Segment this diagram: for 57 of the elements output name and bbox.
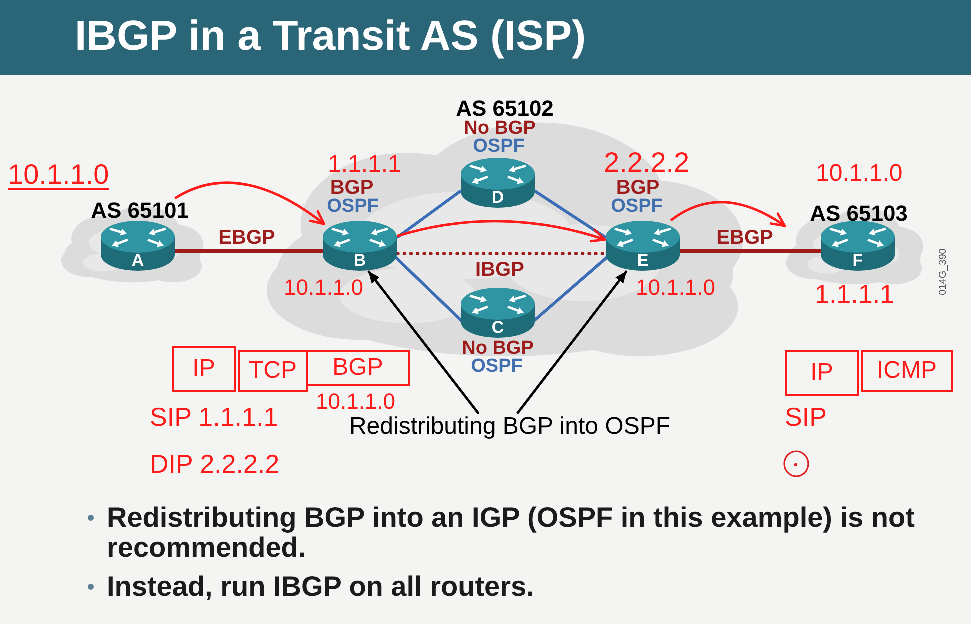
edge-label: EBGP — [218, 228, 276, 248]
handwritten-label: BGP — [332, 355, 384, 381]
as-number-label: AS 65102 — [455, 98, 555, 120]
handwritten-note: 2.2.2.2 — [604, 148, 691, 178]
router-label: C — [490, 319, 506, 337]
protocol-label: OSPF — [470, 358, 524, 376]
connection-line — [534, 190, 606, 239]
router-label: A — [130, 252, 146, 270]
protocol-label: OSPF — [326, 197, 380, 216]
protocol-label: OSPF — [472, 138, 526, 156]
handwritten-note: SIP 1.1.1.1 — [150, 403, 278, 431]
as-number-label: AS 65101 — [90, 200, 190, 222]
hand-drawn-arrow — [174, 182, 326, 226]
hand-drawn-arrow — [396, 220, 606, 243]
router-label: D — [490, 189, 506, 207]
handwritten-note: 10.1.1.0 — [316, 390, 396, 414]
header-field — [785, 350, 859, 396]
connection-line — [174, 249, 324, 254]
edge-label: EBGP — [716, 228, 774, 248]
router-label: B — [352, 252, 368, 270]
protocol-label: BGP — [616, 179, 660, 198]
protocol-label: OSPF — [610, 197, 664, 216]
arrow — [516, 270, 628, 414]
as-number-label: AS 65103 — [809, 203, 909, 225]
slide-title: IBGP in a Transit AS (ISP) — [75, 11, 586, 61]
handwritten-note: 10.1.1.0 — [816, 161, 904, 187]
handwritten-note: 10.1.1.0 — [284, 276, 364, 300]
handwritten-note: 1.1.1.1 — [328, 152, 402, 178]
hand-drawn-arrow — [670, 201, 786, 228]
connection-line — [394, 256, 464, 322]
router-label: E — [636, 252, 650, 270]
protocol-label: BGP — [330, 179, 374, 198]
protocol-label: No BGP — [461, 340, 535, 358]
header-field — [861, 350, 953, 392]
edge-label: IBGP — [474, 260, 526, 280]
dotted-line — [396, 252, 607, 256]
bullet-text: Instead, run IBGP on all routers. — [107, 572, 536, 602]
handwritten-note: SIP — [785, 403, 827, 431]
protocol-label: No BGP — [463, 120, 537, 138]
handwritten-label: IP — [810, 360, 834, 386]
handwritten-note: 1.1.1.1 — [815, 280, 896, 308]
bullet-text: Redistributing BGP into an IGP (OSPF in this example) is not recommended. — [107, 503, 916, 563]
connection-line — [679, 249, 822, 254]
handwritten-label: ICMP — [877, 358, 937, 384]
header-field — [172, 346, 236, 392]
arrow — [368, 270, 480, 414]
connection-line — [396, 190, 462, 239]
connection-line — [532, 256, 609, 322]
figure-code: 014G_390 — [938, 248, 950, 297]
handwritten-note: 10.1.1.0 — [8, 160, 110, 190]
callout-text: Redistributing BGP into OSPF — [335, 413, 685, 441]
header-field — [238, 350, 308, 392]
router-label: F — [852, 252, 864, 270]
handwritten-note: DIP 2.2.2.2 — [150, 450, 280, 478]
handwritten-label: IP — [192, 356, 216, 382]
handwritten-label: TCP — [249, 358, 297, 384]
handwritten-note: 10.1.1.0 — [636, 276, 716, 300]
